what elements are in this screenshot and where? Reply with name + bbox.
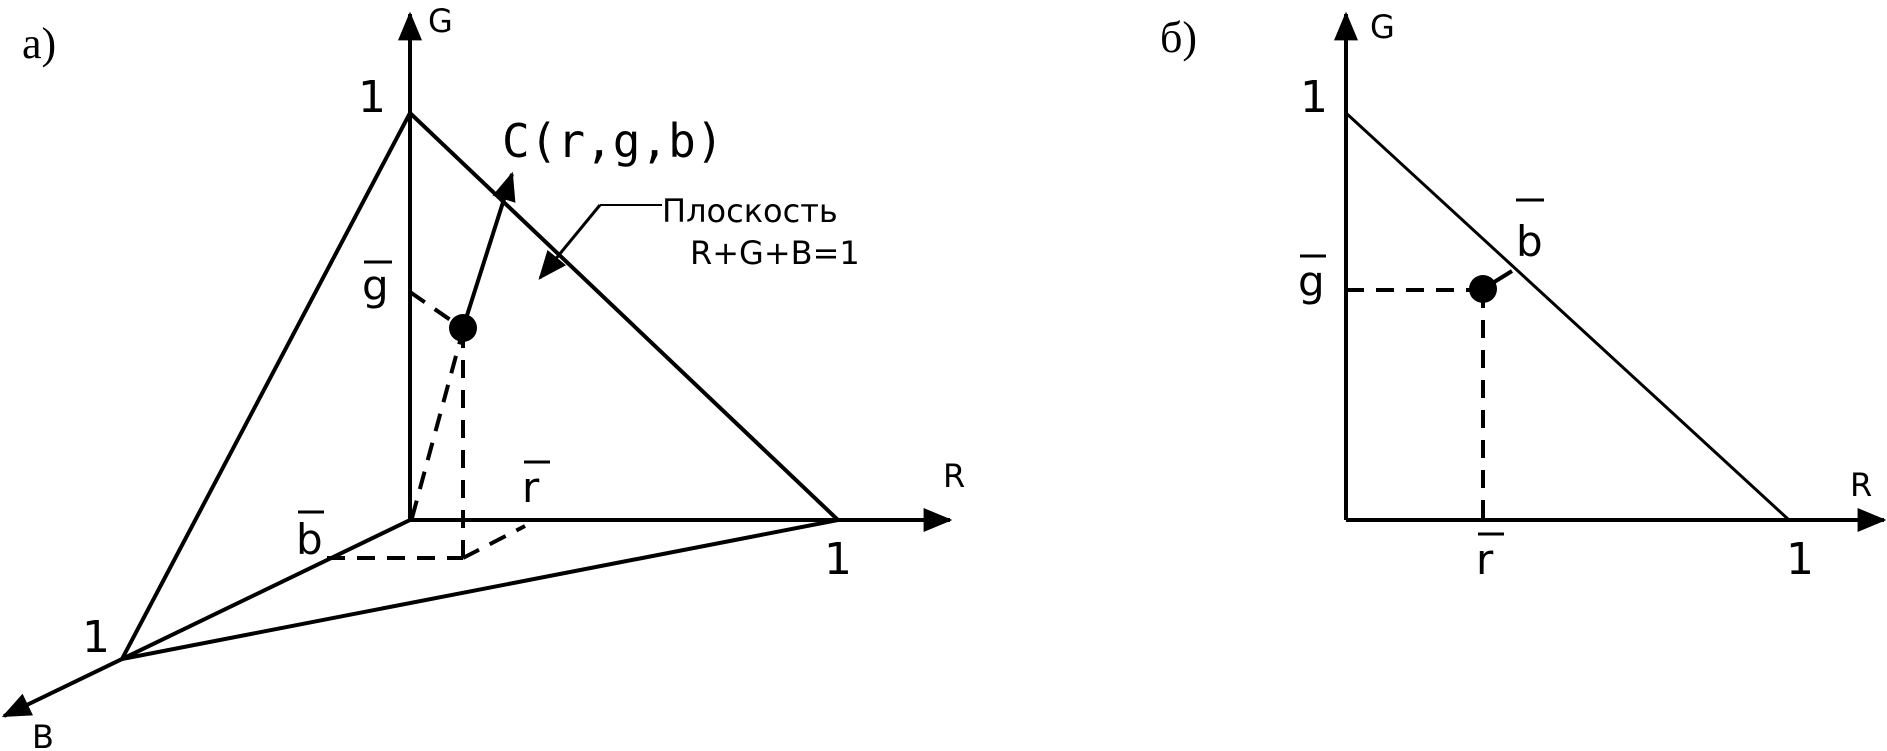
panel-b: б) G R 1 1 g r b xyxy=(1160,8,1887,585)
plane-label-line1: Плоскость xyxy=(662,192,838,230)
b-bar-label: b xyxy=(296,515,323,564)
g-one-tick: 1 xyxy=(358,72,386,123)
r-bar-label-2d: r xyxy=(1476,535,1494,584)
r-one-tick-2d: 1 xyxy=(1786,534,1814,585)
g-one-tick-2d: 1 xyxy=(1300,72,1328,123)
g-bar-label-2d: g xyxy=(1298,257,1325,306)
origin-to-point-dash xyxy=(410,329,465,519)
r-axis-label: R xyxy=(943,457,965,495)
g-projection-dash xyxy=(408,290,464,330)
panel-a: а) G R B 1 1 1 g r b C(r,g,b) xyxy=(1,2,965,751)
g-axis-label-2d: G xyxy=(1370,8,1395,46)
b-axis-label: B xyxy=(32,718,54,751)
plane-callout-arrow xyxy=(538,204,602,280)
plane-label-line2: R+G+B=1 xyxy=(690,234,860,272)
r-projection-dash xyxy=(462,524,526,560)
color-point-2d xyxy=(1469,275,1497,303)
g-bar-label: g xyxy=(362,261,389,310)
b-axis xyxy=(1,518,411,718)
color-point xyxy=(449,314,477,342)
vector-c-label: C(r,g,b) xyxy=(502,114,724,168)
vector-c-arrow xyxy=(461,171,516,329)
r-axis-label-2d: R xyxy=(1850,466,1872,504)
plane-triangle xyxy=(118,109,843,662)
panel-a-label: а) xyxy=(22,19,56,68)
r-one-tick: 1 xyxy=(824,534,852,585)
b-bar-label-2d: b xyxy=(1516,217,1543,266)
r-bar-label: r xyxy=(522,463,540,512)
plane-diagonal-2d xyxy=(1344,111,1791,522)
g-axis-label: G xyxy=(428,2,453,40)
b-one-tick: 1 xyxy=(82,612,110,663)
panel-b-label: б) xyxy=(1160,13,1197,62)
